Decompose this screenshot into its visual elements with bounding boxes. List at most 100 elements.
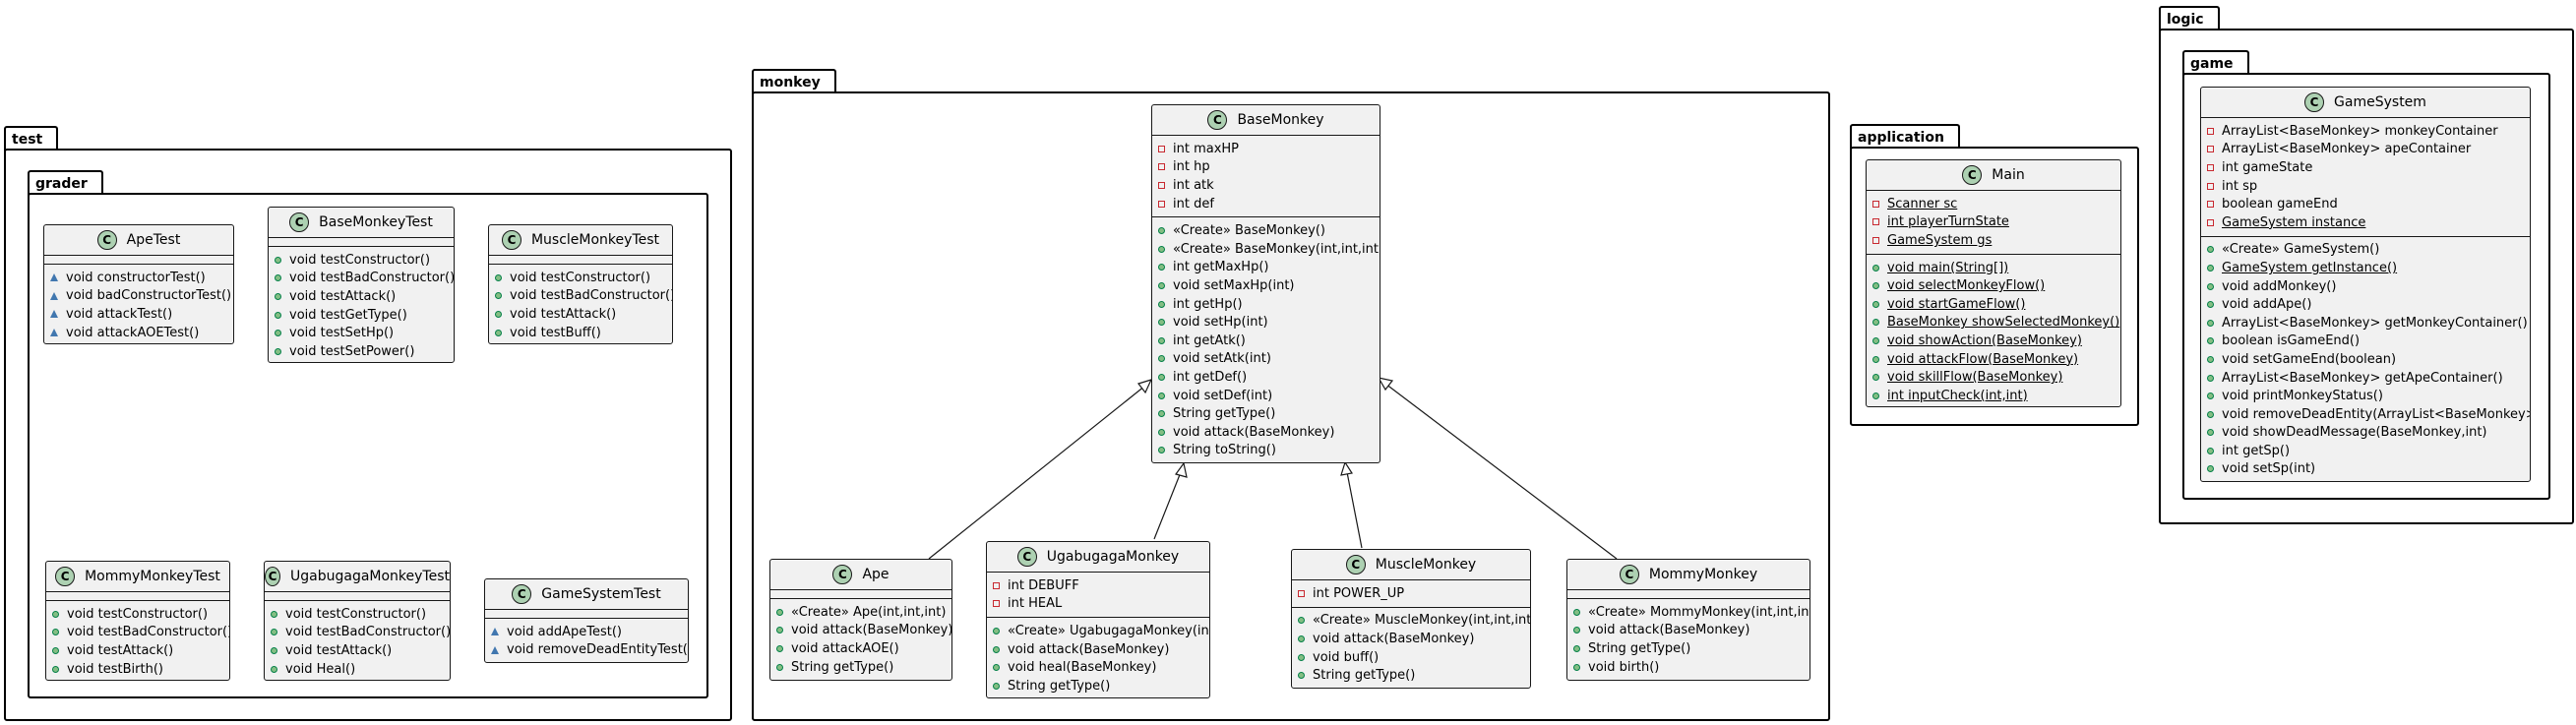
class-name: BaseMonkey — [1237, 112, 1324, 128]
method-row: void attackTest() — [50, 305, 227, 324]
method-text: void birth() — [1588, 659, 1660, 675]
attribute-text: ArrayList<BaseMonkey> monkeyContainer — [2222, 123, 2498, 139]
public-visibility-icon — [776, 627, 783, 634]
public-visibility-icon — [1872, 392, 1879, 399]
method-row: void showDeadMessage(BaseMonkey,int) — [2207, 424, 2524, 443]
public-visibility-icon — [1872, 319, 1879, 327]
attribute-row: ArrayList<BaseMonkey> monkeyContainer — [2207, 122, 2524, 141]
method-text: «Create» MommyMonkey(int,int,int) — [1588, 604, 1810, 620]
class-badge-icon: C — [512, 584, 532, 604]
public-visibility-icon — [275, 256, 281, 264]
public-visibility-icon — [275, 274, 281, 282]
method-row: int getMaxHp() — [1158, 259, 1374, 277]
method-row: void attack(BaseMonkey) — [776, 622, 951, 640]
method-text: void setSp(int) — [2222, 461, 2316, 477]
attribute-text: ArrayList<BaseMonkey> apeContainer — [2222, 142, 2472, 157]
method-text: void attackTest() — [66, 306, 173, 322]
package-visibility-icon — [50, 273, 58, 282]
method-row: void addApeTest() — [491, 623, 682, 641]
public-visibility-icon — [495, 292, 502, 300]
method-text: «Create» MuscleMonkey(int,int,int) — [1313, 613, 1531, 629]
attribute-row: int POWER_UP — [1298, 584, 1524, 603]
method-text: BaseMonkey showSelectedMonkey() — [1887, 315, 2120, 331]
method-text: void badConstructorTest() — [66, 288, 232, 304]
method-row: void setMaxHp(int) — [1158, 276, 1374, 295]
attribute-section — [1567, 590, 1809, 599]
edge-mommy-basemonkey — [1384, 383, 1618, 560]
attribute-row: GameSystem gs — [1872, 231, 2115, 250]
method-row: void birth() — [1573, 658, 1804, 677]
package-label-logic: logic — [2167, 12, 2204, 28]
attribute-text: Scanner sc — [1887, 196, 1958, 211]
private-visibility-icon — [993, 600, 1000, 608]
public-visibility-icon — [1872, 355, 1879, 363]
method-row: int getDef() — [1158, 368, 1374, 387]
public-visibility-icon — [2207, 246, 2214, 254]
public-visibility-icon — [1158, 227, 1165, 235]
public-visibility-icon — [1158, 373, 1165, 381]
method-row: void testAttack() — [495, 305, 666, 324]
method-row: String getType() — [776, 658, 946, 677]
method-section: «Create» Ape(int,int,int)void attack(Bas… — [770, 599, 951, 680]
public-visibility-icon — [1158, 281, 1165, 289]
package-tab-monkey: monkey — [752, 69, 836, 94]
method-row: void testBadConstructor() — [52, 624, 229, 642]
method-text: void testAttack() — [285, 642, 393, 658]
public-visibility-icon — [1158, 300, 1165, 308]
method-row: void attackAOE() — [776, 639, 946, 658]
public-visibility-icon — [2207, 264, 2214, 272]
public-visibility-icon — [1158, 428, 1165, 436]
public-visibility-icon — [1158, 447, 1165, 454]
method-text: void heal(BaseMonkey) — [1008, 660, 1157, 676]
method-text: void testBadConstructor() — [510, 288, 673, 304]
method-text: void testBadConstructor() — [285, 625, 451, 640]
inheritance-arrowhead-ape — [1136, 379, 1153, 394]
method-text: ArrayList<BaseMonkey> getApeContainer() — [2222, 370, 2503, 386]
package-tab-test: test — [4, 126, 59, 151]
package-visibility-icon — [491, 645, 499, 654]
attribute-row: int atk — [1158, 176, 1374, 195]
private-visibility-icon — [2207, 201, 2214, 209]
class-badge-icon: C — [1016, 547, 1037, 567]
method-row: String toString() — [1158, 442, 1374, 460]
attribute-section — [44, 256, 233, 265]
method-text: void testSetHp() — [289, 326, 395, 341]
private-visibility-icon — [1158, 181, 1165, 189]
attribute-row: int sp — [2207, 177, 2524, 196]
method-row: String getType() — [993, 677, 1203, 695]
inheritance-arrowhead-mommy — [1377, 377, 1394, 392]
method-row: void attack(BaseMonkey) — [1158, 423, 1374, 442]
method-text: void setGameEnd(boolean) — [2222, 351, 2397, 367]
class-name: MommyMonkeyTest — [85, 569, 220, 584]
attribute-text: int maxHP — [1173, 141, 1240, 156]
method-row: void setGameEnd(boolean) — [2207, 350, 2524, 369]
public-visibility-icon — [271, 629, 277, 636]
method-row: void testSetHp() — [275, 324, 448, 342]
method-row: ArrayList<BaseMonkey> getApeContainer() — [2207, 369, 2524, 388]
method-text: void testConstructor() — [289, 252, 431, 268]
attribute-text: GameSystem instance — [2222, 214, 2366, 230]
class-name: MommyMonkey — [1648, 567, 1758, 582]
method-text: void testBadConstructor() — [289, 271, 455, 286]
public-visibility-icon — [1158, 245, 1165, 253]
method-row: void attack(BaseMonkey) — [1298, 630, 1524, 648]
method-row: String getType() — [1158, 404, 1374, 423]
public-visibility-icon — [1872, 264, 1879, 272]
